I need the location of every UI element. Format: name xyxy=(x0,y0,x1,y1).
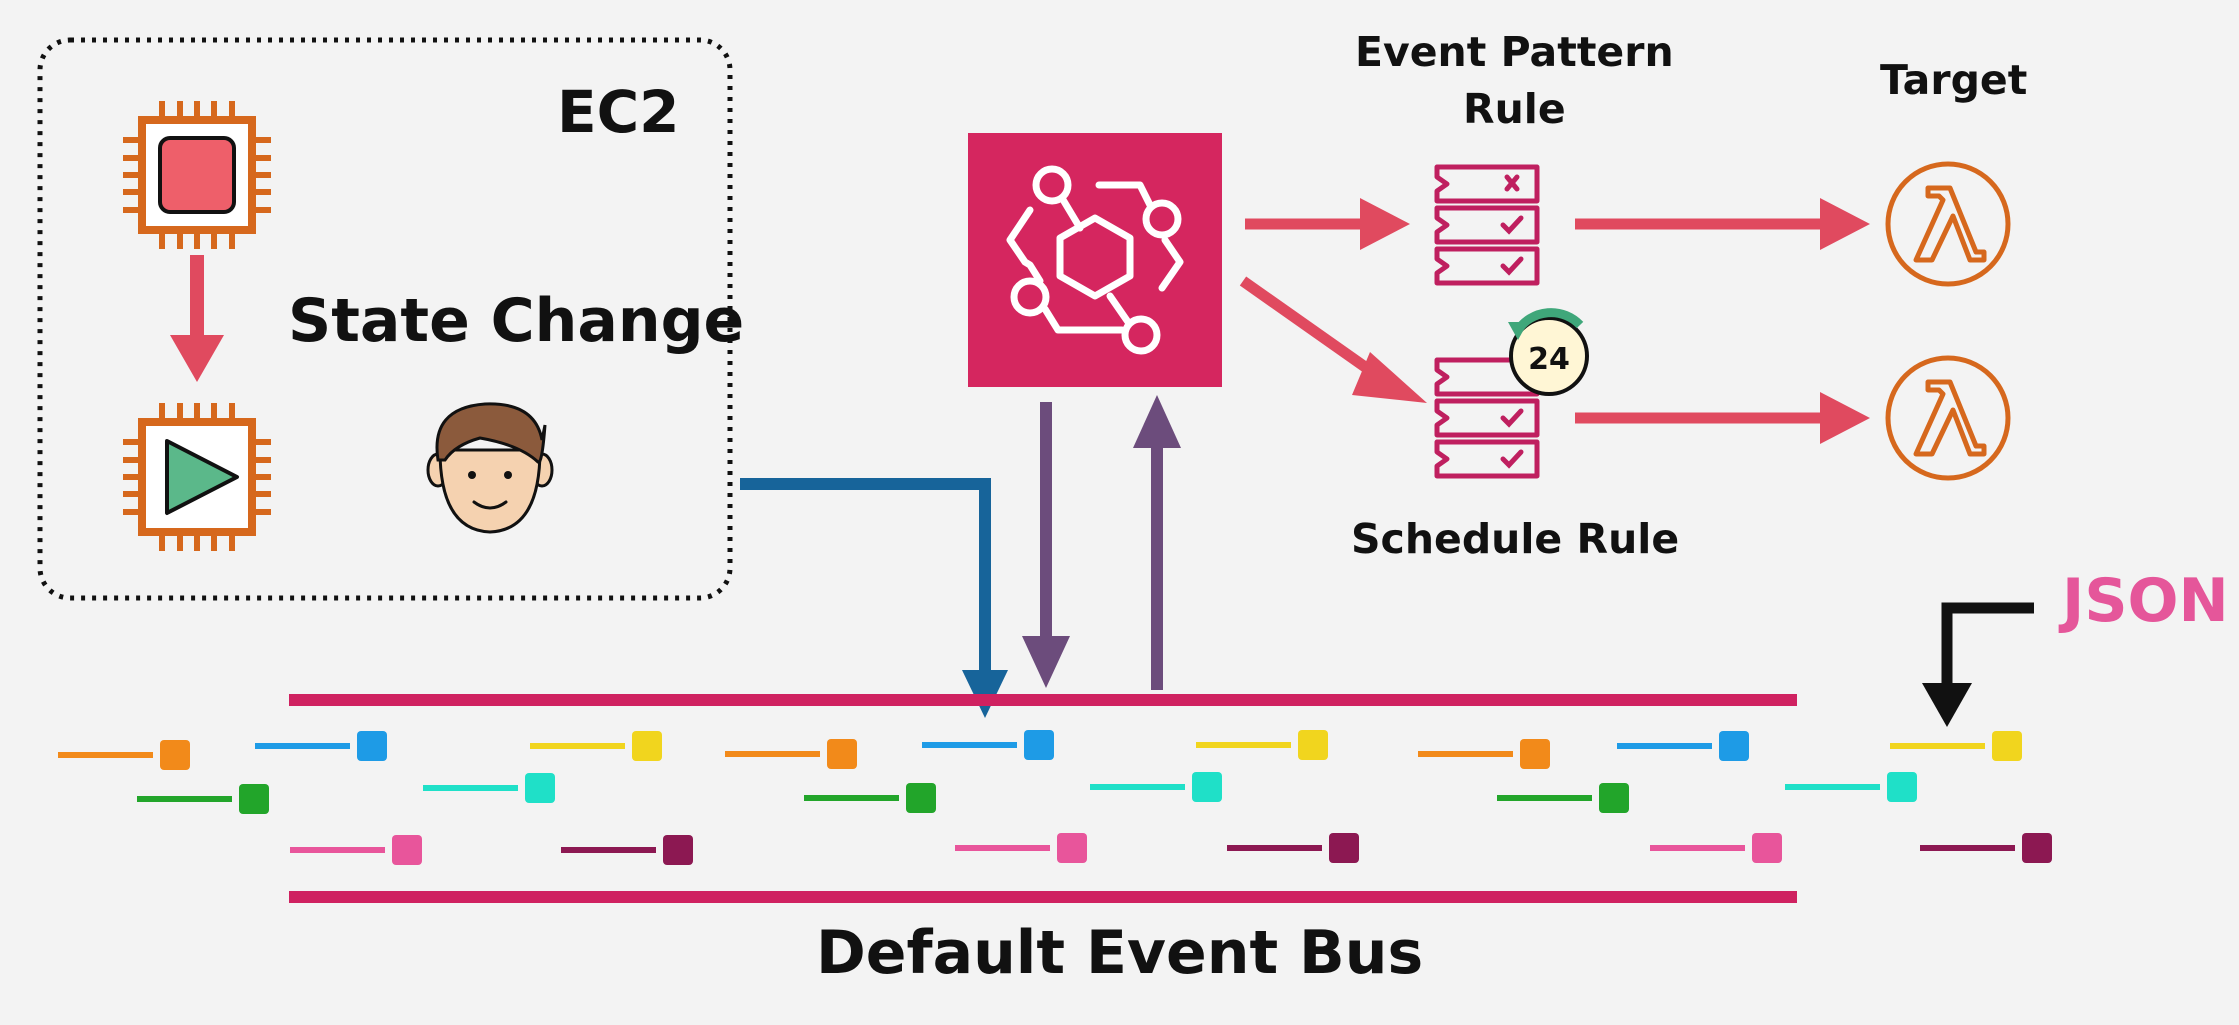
json-label: JSON xyxy=(2062,566,2229,636)
event-token-square xyxy=(239,784,269,814)
event-token-square xyxy=(827,739,857,769)
event-tokens xyxy=(58,730,2052,865)
event-token-square xyxy=(1057,833,1087,863)
ec2-to-bus-arrow xyxy=(740,478,1008,718)
event-token-square xyxy=(1298,730,1328,760)
schedule-rule-to-target-arrow xyxy=(1575,392,1870,444)
event-pattern-rule-icon xyxy=(1437,167,1537,283)
ec2-chip-running-icon xyxy=(123,403,271,551)
event-pattern-rule-line1: Event Pattern xyxy=(1355,28,1674,76)
bus-to-eventbridge-arrow xyxy=(1133,395,1181,690)
clock-24-label: 24 xyxy=(1528,342,1570,377)
event-token-square xyxy=(1992,731,2022,761)
event-token-square xyxy=(1719,731,1749,761)
event-token-square xyxy=(525,773,555,803)
event-bus-top-line xyxy=(289,694,1797,706)
event-pattern-rule-label: Event Pattern Rule xyxy=(1355,24,1674,138)
eventbridge-icon xyxy=(968,133,1222,387)
clock-24-icon: 24 xyxy=(1508,308,1589,396)
user-face-icon xyxy=(426,402,554,534)
lambda-target-1-icon xyxy=(1888,164,2008,284)
event-token-square xyxy=(160,740,190,770)
event-token-square xyxy=(1887,772,1917,802)
eventbridge-to-schedule-rule-arrow xyxy=(1239,276,1427,403)
event-pattern-rule-line2: Rule xyxy=(1463,85,1566,133)
json-pointer-arrow xyxy=(1922,602,2034,727)
event-token-square xyxy=(632,731,662,761)
event-token-square xyxy=(1024,730,1054,760)
state-change-label: State Change xyxy=(288,286,745,356)
event-token-square xyxy=(392,835,422,865)
ec2-chip-stopped-icon xyxy=(123,101,271,249)
eventbridge-to-pattern-rule-arrow xyxy=(1245,198,1410,250)
event-token-square xyxy=(2022,833,2052,863)
event-token-square xyxy=(906,783,936,813)
schedule-rule-label: Schedule Rule xyxy=(1351,515,1680,563)
default-event-bus-label: Default Event Bus xyxy=(816,918,1424,988)
event-token-square xyxy=(1752,833,1782,863)
event-token-square xyxy=(1599,783,1629,813)
event-token-square xyxy=(357,731,387,761)
event-bus-bottom-line xyxy=(289,891,1797,903)
event-token-square xyxy=(663,835,693,865)
event-token-square xyxy=(1329,833,1359,863)
ec2-group-box xyxy=(37,37,733,601)
lambda-target-2-icon xyxy=(1888,358,2008,478)
target-title: Target xyxy=(1880,56,2028,104)
eventbridge-to-bus-arrow xyxy=(1022,402,1070,688)
pattern-rule-to-target-arrow xyxy=(1575,198,1870,250)
state-change-arrow xyxy=(170,255,224,382)
event-token-square xyxy=(1520,739,1550,769)
event-token-square xyxy=(1192,772,1222,802)
ec2-title: EC2 xyxy=(557,78,680,146)
